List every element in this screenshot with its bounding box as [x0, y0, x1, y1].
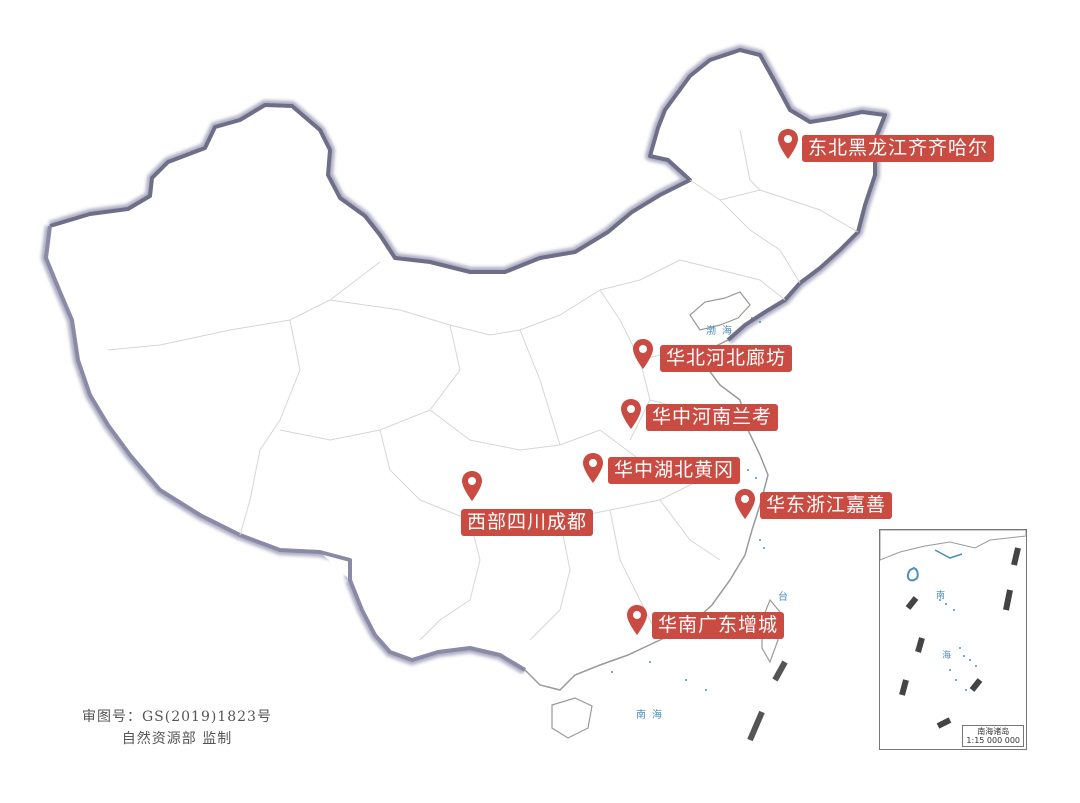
bohai-label: 渤海	[706, 326, 738, 337]
location-label: 东北黑龙江齐齐哈尔	[802, 135, 995, 162]
location-label: 华北河北廊坊	[660, 345, 793, 372]
bohai-coast	[689, 291, 751, 331]
map-pin-icon	[778, 129, 798, 159]
inset-caption: 南海诸岛 1:15 000 000	[962, 725, 1024, 747]
coastline	[524, 339, 769, 691]
island-dots	[611, 317, 765, 691]
map-pin-icon	[627, 605, 647, 635]
country-border	[49, 48, 887, 342]
map-pin-icon	[735, 489, 755, 519]
map-pin-icon	[633, 339, 653, 369]
map-approval-note: 审图号：GS(2019)1823号 自然资源部 监制	[82, 706, 272, 750]
hainan-island	[551, 697, 593, 739]
country-border-west	[44, 225, 527, 672]
location-label: 西部四川成都	[461, 509, 594, 536]
location-label: 华南广东增城	[652, 612, 785, 639]
taiwan-label: 台	[778, 592, 794, 603]
map-pin-icon	[621, 399, 641, 429]
land-area	[46, 50, 885, 690]
south-china-sea-label: 南海	[636, 710, 668, 721]
location-label: 华中河南兰考	[646, 404, 779, 431]
dashed-boundary	[747, 660, 788, 742]
map-pin-icon	[583, 453, 603, 483]
inset-caption-title: 南海诸岛	[977, 727, 1010, 736]
inset-caption-scale: 1:15 000 000	[966, 736, 1020, 745]
location-label: 华东浙江嘉善	[760, 492, 893, 519]
inset-sea-label: 海	[942, 651, 958, 661]
approval-authority: 自然资源部 监制	[121, 731, 233, 747]
inset-south-label: 南	[936, 591, 952, 601]
south-china-sea-inset: 南 海 南海诸岛 1:15 000 000	[879, 529, 1027, 750]
location-label: 华中湖北黄冈	[608, 457, 741, 484]
approval-number: 审图号：GS(2019)1823号	[82, 709, 272, 725]
map-pin-icon	[462, 471, 482, 501]
inset-map-svg	[880, 530, 1026, 729]
